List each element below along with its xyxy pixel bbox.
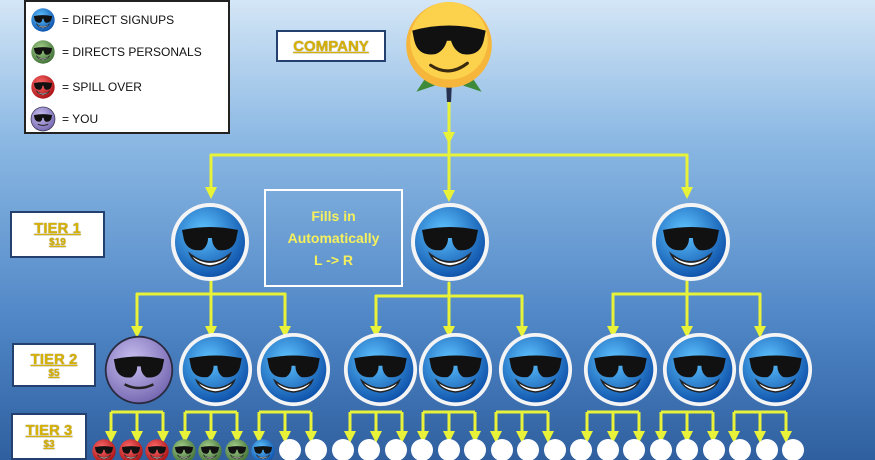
tier-3-empty-slot [729,439,751,460]
tier-2-member-blue-icon [583,332,658,407]
green-smiley-icon [30,39,56,65]
tier-1-member-blue-icon [170,202,250,282]
tier-2-you-purple-icon [103,334,175,406]
legend-item-you: = YOU [30,106,98,132]
tier-3-empty-slot [437,439,460,460]
tier-3-red-smiley-icon [118,438,144,460]
tier-3-empty-slot [358,439,380,460]
tier-3-empty-slot [596,439,619,460]
tier-3-empty-slot [649,439,672,460]
tier-2-price: $5 [48,367,60,379]
tier-2-label-box: TIER 2 $5 [12,343,96,387]
tier-3-label-box: TIER 3 $3 [11,413,87,460]
tier-3-empty-slot [464,439,486,460]
legend-label: = SPILL OVER [62,80,142,94]
tier-3-empty-slot [676,439,698,460]
tier-2-name: TIER 2 [30,350,78,368]
tier-3-name: TIER 3 [25,422,73,439]
legend-item-directs-personals: = DIRECTS PERSONALS [30,39,202,65]
tier-3-empty-slot [755,439,778,460]
legend: = DIRECT SIGNUPS = DIRECTS PERSONALS = S… [24,0,230,134]
tier-1-member-blue-icon [651,202,731,282]
blue-smiley-icon [30,7,56,33]
tier-2-member-blue-icon [418,332,493,407]
fills-note-line-3: L -> R [313,252,354,268]
tier-3-blue-smiley-icon [250,438,276,460]
legend-label: = DIRECT SIGNUPS [62,13,175,27]
company-label-box: COMPANY [276,30,386,62]
tier-3-empty-slot [702,439,725,460]
tier-3-red-smiley-icon [91,438,117,460]
company-sunglasses-emoji-icon [398,0,500,102]
tier-3-empty-slot [331,439,354,460]
tier-3-empty-slot [782,439,804,460]
tier-3-empty-slot [517,439,539,460]
tier-2-member-blue-icon [178,332,253,407]
legend-item-direct-signups: = DIRECT SIGNUPS [30,7,174,33]
tier-3-empty-slot [305,439,327,460]
tier-3-empty-slot [570,439,592,460]
legend-label: = DIRECTS PERSONALS [62,45,202,59]
tier-3-empty-slot [543,439,566,460]
legend-label: = YOU [62,112,99,126]
tier-1-member-blue-icon [410,202,490,282]
tier-1-price: $19 [49,237,66,248]
legend-item-spill-over: = SPILL OVER [30,74,142,100]
tier-3-empty-slot [623,439,645,460]
tier-3-green-smiley-icon [224,438,250,460]
tier-2-member-blue-icon [738,332,813,407]
tier-2-member-blue-icon [256,332,331,407]
tier-3-red-smiley-icon [144,438,170,460]
tier-2-member-blue-icon [498,332,573,407]
fills-note-line-1: Fills in [311,208,356,224]
purple-smiley-icon [30,106,56,132]
tier-3-empty-slot [278,439,301,460]
tier-2-member-blue-icon [343,332,418,407]
fills-note-line-2: Automatically [287,230,380,246]
tier-3-price: $3 [43,439,55,450]
company-label: COMPANY [293,37,369,55]
tier-1-name: TIER 1 [34,220,81,237]
tier-3-green-smiley-icon [197,438,223,460]
red-smiley-icon [30,74,56,100]
tier-3-empty-slot [384,439,407,460]
fills-automatically-note: Fills in Automatically L -> R [264,189,403,287]
tier-1-label-box: TIER 1 $19 [10,211,105,258]
tier-2-member-blue-icon [662,332,737,407]
tier-3-empty-slot [490,439,513,460]
tier-3-empty-slot [411,439,433,460]
tier-3-green-smiley-icon [171,438,197,460]
